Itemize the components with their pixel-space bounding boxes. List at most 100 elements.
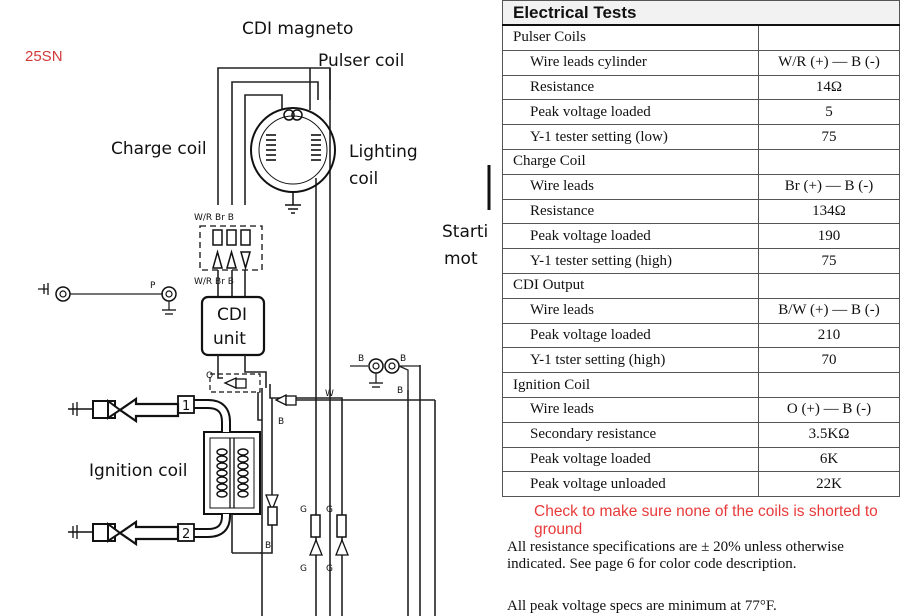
section-name: Ignition Coil <box>502 372 759 398</box>
test-value: 3.5KΩ <box>758 421 900 448</box>
test-value: 5 <box>758 99 900 126</box>
table-row: Y-1 tester setting (high)75 <box>502 248 900 274</box>
wire-g-label-4: G <box>326 564 333 574</box>
section-name: Pulser Coils <box>502 24 759 51</box>
test-value: 14Ω <box>758 74 900 101</box>
connector-label-top: W/R Br B <box>194 213 234 223</box>
test-label: Peak voltage loaded <box>502 446 759 473</box>
test-label: Peak voltage loaded <box>502 322 759 349</box>
w-wire: W <box>274 365 436 616</box>
pulser-coil-label: Pulser coil <box>318 51 404 71</box>
connector-label-bottom: W/R Br B <box>194 277 234 287</box>
wire-b-label-1: B <box>278 417 284 427</box>
ground-icon <box>285 204 301 214</box>
test-label: Resistance <box>502 74 759 101</box>
test-label: Wire leads <box>502 297 759 324</box>
test-value: 210 <box>758 322 900 349</box>
test-label: Y-1 tster setting (high) <box>502 347 759 374</box>
charge-coil-label: Charge coil <box>111 139 207 159</box>
wire-b-label-4: B <box>400 354 406 364</box>
wire-b-label-2: B <box>265 541 271 551</box>
cdi-unit-label-1: CDI <box>217 305 247 325</box>
coil-number-1: 1 <box>182 399 190 414</box>
section-value-empty <box>758 24 900 51</box>
resistance-note: All resistance specifications are ± 20% … <box>507 539 844 572</box>
section-value-empty <box>758 372 900 398</box>
table-section-row: Ignition Coil <box>502 372 900 398</box>
test-value: W/R (+) — B (-) <box>758 49 900 76</box>
wire-g-label-2: G <box>326 505 333 515</box>
section-value-empty <box>758 272 900 299</box>
primary-winding-icon <box>216 448 228 498</box>
table-section-row: Charge Coil <box>502 148 900 175</box>
wiring-diagram: 25SN CDI magneto Pulser coil Charge coil… <box>25 19 491 616</box>
test-value: 134Ω <box>758 198 900 225</box>
test-label: Y-1 tester setting (low) <box>502 124 759 150</box>
test-label: Y-1 tester setting (high) <box>502 248 759 274</box>
ignition-coil: Ignition coil 1 2 <box>68 395 262 554</box>
wire-g-label-1: G <box>300 505 307 515</box>
test-value: O (+) — B (-) <box>758 396 900 423</box>
terminal-p-label: P <box>150 281 156 291</box>
test-label: Wire leads <box>502 396 759 423</box>
test-value: 6K <box>758 446 900 473</box>
magneto-rotor <box>250 107 336 214</box>
secondary-winding-icon <box>237 448 249 498</box>
section-value-empty <box>758 148 900 175</box>
test-label: Secondary resistance <box>502 421 759 448</box>
ignition-coil-label: Ignition coil <box>89 461 187 481</box>
coil-number-2: 2 <box>182 527 190 542</box>
test-label: Peak voltage loaded <box>502 99 759 126</box>
cdi-unit: CDI unit <box>200 295 266 357</box>
wire-b-label-5: B <box>397 386 403 396</box>
test-label: Peak voltage loaded <box>502 223 759 250</box>
ground-terminal-b: B B B <box>350 354 420 396</box>
test-label: Wire leads <box>502 173 759 200</box>
test-value: 22K <box>758 471 900 498</box>
model-tag: 25SN <box>25 48 63 65</box>
wire-w-label: W <box>325 389 334 399</box>
table-title: Electrical Tests <box>502 0 900 26</box>
lighting-coil-label-2: coil <box>349 169 378 189</box>
test-value: Br (+) — B (-) <box>758 173 900 200</box>
warning-note: Check to make sure none of the coils is … <box>534 503 878 538</box>
table-section-row: CDI Output <box>502 272 900 299</box>
test-label: Wire leads cylinder <box>502 49 759 76</box>
test-value: 75 <box>758 248 900 274</box>
terminal-p: P <box>38 281 177 315</box>
cdi-unit-label-2: unit <box>213 329 246 349</box>
section-name: CDI Output <box>502 272 759 299</box>
test-label: Peak voltage unloaded <box>502 471 759 498</box>
voltage-note: All peak voltage specs are minimum at 77… <box>507 598 777 614</box>
cdi-magneto-label: CDI magneto <box>242 19 353 39</box>
starter-label-2: mot <box>444 249 478 269</box>
rectifier-diodes: G G G G <box>300 505 349 574</box>
wire-g-label-3: G <box>300 564 307 574</box>
test-label: Resistance <box>502 198 759 225</box>
section-name: Charge Coil <box>502 148 759 175</box>
test-value: 190 <box>758 223 900 250</box>
connector-block: W/R Br B W/R Br B <box>194 213 263 298</box>
lighting-coil-symbol <box>311 134 321 161</box>
table-row: Y-1 tester setting (low)75 <box>502 124 900 150</box>
wire-o-label: O <box>206 371 213 381</box>
table-header-row: Electrical Tests <box>502 0 900 26</box>
table-section-row: Pulser Coils <box>502 24 900 51</box>
starter-label-1: Starti <box>442 222 488 242</box>
cdi-output-wires: O B B <box>206 355 343 616</box>
charge-coil-symbol <box>266 134 276 161</box>
test-value: B/W (+) — B (-) <box>758 297 900 324</box>
lighting-coil-label-1: Lighting <box>349 142 418 162</box>
